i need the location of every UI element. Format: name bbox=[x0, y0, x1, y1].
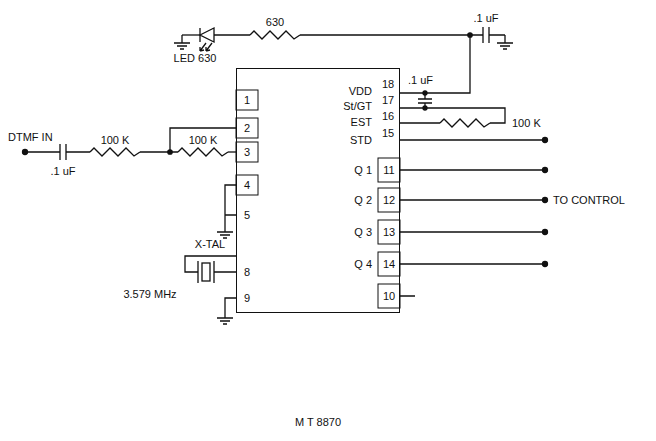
chip-name: M T 8870 bbox=[237, 416, 399, 428]
capacitor-symbol bbox=[60, 144, 66, 160]
resistor-symbol bbox=[90, 148, 140, 156]
capacitor-symbol bbox=[418, 99, 432, 103]
circuit-label: 15 bbox=[382, 127, 394, 139]
led-symbol bbox=[200, 28, 214, 42]
circuit-label: LED 630 bbox=[174, 52, 217, 64]
circuit-label: 100 K bbox=[189, 134, 218, 146]
circuit-label: Q 3 bbox=[354, 226, 372, 238]
ground-symbol bbox=[497, 35, 513, 49]
circuit-label: Q 4 bbox=[354, 258, 372, 270]
wire bbox=[300, 34, 505, 35]
circuit-label: 100 K bbox=[512, 117, 541, 129]
circuit-label: 630 bbox=[266, 16, 284, 28]
resistor-symbol bbox=[440, 119, 490, 127]
circuit-label: 13 bbox=[383, 226, 395, 238]
circuit-label: .1 uF bbox=[408, 74, 433, 86]
wire bbox=[400, 140, 545, 296]
capacitor-symbol bbox=[483, 27, 489, 43]
circuit-label: Q 2 bbox=[354, 194, 372, 206]
wire bbox=[400, 108, 505, 123]
circuit-label: 12 bbox=[383, 194, 395, 206]
led-bar bbox=[199, 28, 200, 42]
circuit-label: 14 bbox=[383, 258, 395, 270]
circuit-label: 2 bbox=[244, 122, 250, 134]
ground-symbol bbox=[217, 228, 233, 238]
circuit-label: EST bbox=[351, 116, 372, 128]
crystal-body bbox=[202, 263, 210, 281]
circuit-label: .1 uF bbox=[50, 165, 75, 177]
circuit-label: 100 K bbox=[101, 134, 130, 146]
wire bbox=[225, 298, 236, 318]
circuit-label: Q 1 bbox=[354, 164, 372, 176]
ic-chip: M T 8870 bbox=[236, 68, 400, 313]
circuit-label: TO CONTROL bbox=[553, 194, 625, 206]
circuit-label: VDD bbox=[349, 85, 372, 97]
circuit-label: 9 bbox=[244, 292, 250, 304]
wire bbox=[228, 151, 236, 152]
circuit-label: 16 bbox=[382, 110, 394, 122]
circuit-label: .1 uF bbox=[473, 12, 498, 24]
ground-symbol bbox=[217, 318, 233, 324]
circuit-label: 11 bbox=[383, 164, 394, 176]
resistor-symbol bbox=[250, 31, 300, 39]
wire bbox=[182, 34, 200, 35]
circuit-label: 5 bbox=[244, 209, 250, 221]
wire bbox=[25, 151, 90, 152]
circuit-label: 8 bbox=[244, 266, 250, 278]
circuit-label: 18 bbox=[382, 78, 394, 90]
circuit-label: 17 bbox=[382, 94, 394, 106]
wire bbox=[140, 128, 236, 152]
junction-dot bbox=[423, 106, 427, 110]
wire bbox=[214, 34, 250, 35]
junction-dot bbox=[168, 150, 172, 154]
crystal-symbol bbox=[198, 261, 214, 283]
wire bbox=[225, 185, 236, 228]
circuit-label: 1 bbox=[244, 94, 250, 106]
circuit-label: STD bbox=[350, 134, 372, 146]
circuit-label: 4 bbox=[244, 179, 250, 191]
circuit-label: DTMF IN bbox=[8, 131, 53, 143]
ground-symbol bbox=[174, 35, 190, 49]
junction-dot bbox=[423, 91, 427, 95]
led-arrows bbox=[200, 43, 212, 51]
circuit-label: X-TAL bbox=[195, 238, 225, 250]
wire bbox=[400, 35, 470, 93]
circuit-label: 3.579 MHz bbox=[123, 288, 176, 300]
circuit-label: 3 bbox=[244, 146, 250, 158]
terminal-dots bbox=[543, 138, 548, 267]
resistor-symbol bbox=[178, 148, 228, 156]
circuit-label: St/GT bbox=[343, 100, 372, 112]
pin-boxes bbox=[236, 90, 400, 308]
circuit-label: 10 bbox=[383, 290, 395, 302]
